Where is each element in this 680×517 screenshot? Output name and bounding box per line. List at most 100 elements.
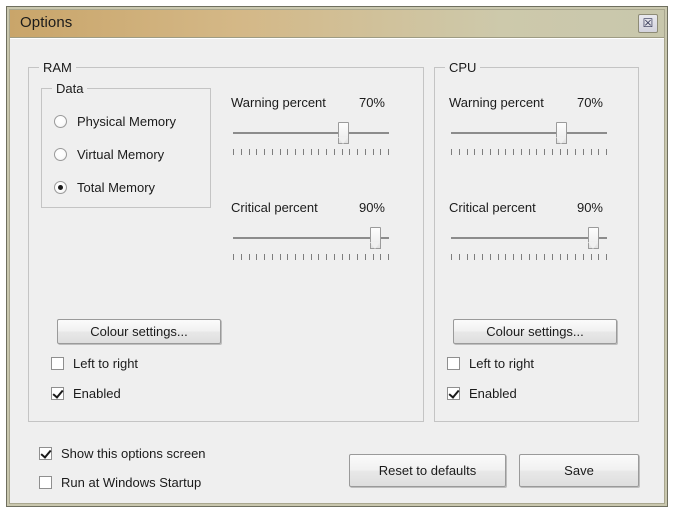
slider-track	[233, 132, 389, 134]
ram-warning-slider[interactable]	[231, 120, 391, 158]
slider-track	[451, 237, 607, 239]
slider-tick	[326, 149, 327, 155]
slider-ticks	[233, 149, 389, 156]
slider-tick	[318, 149, 320, 155]
cpu-warning-label: Warning percent	[449, 95, 544, 110]
radio-label: Total Memory	[77, 179, 156, 195]
checkbox-indicator	[447, 356, 460, 370]
slider-tick	[364, 149, 366, 155]
slider-tick	[388, 149, 389, 155]
slider-tick	[295, 254, 296, 260]
slider-tick	[544, 254, 545, 260]
slider-tick	[240, 254, 242, 260]
slider-tick	[310, 254, 312, 260]
checkbox-label: Run at Windows Startup	[61, 474, 202, 490]
slider-tick	[551, 149, 553, 155]
client-area: RAM Data Physical Memory Virtual Memory	[10, 38, 664, 503]
slider-tick	[482, 254, 483, 260]
slider-tick	[295, 149, 296, 155]
slider-tick	[388, 254, 389, 260]
slider-tick	[372, 149, 374, 155]
close-button[interactable]: ☒	[638, 14, 658, 33]
checkbox-indicator	[51, 356, 64, 370]
radio-label: Physical Memory	[77, 113, 176, 129]
slider-tick	[380, 254, 382, 260]
slider-ticks	[451, 149, 607, 156]
slider-tick	[458, 149, 460, 155]
slider-tick	[233, 149, 234, 155]
checkbox-indicator	[51, 386, 64, 400]
title-bar: Options ☒	[10, 10, 664, 38]
slider-tick	[451, 254, 452, 260]
slider-tick	[279, 149, 281, 155]
ram-group-legend: RAM	[39, 60, 76, 75]
slider-tick	[582, 254, 584, 260]
radio-total-memory[interactable]: Total Memory	[54, 177, 155, 197]
slider-tick	[349, 254, 351, 260]
slider-tick	[256, 254, 258, 260]
slider-tick	[482, 149, 483, 155]
slider-tick	[287, 254, 289, 260]
slider-tick	[489, 149, 491, 155]
slider-thumb[interactable]	[556, 122, 567, 144]
slider-tick	[248, 254, 250, 260]
save-button[interactable]: Save	[519, 454, 639, 487]
slider-tick	[302, 254, 304, 260]
slider-tick	[606, 254, 607, 260]
slider-tick	[287, 149, 289, 155]
slider-tick	[598, 149, 600, 155]
slider-tick	[326, 254, 327, 260]
cpu-critical-header: Critical percent 90%	[449, 200, 609, 218]
slider-tick	[279, 254, 281, 260]
slider-tick	[380, 149, 382, 155]
slider-tick	[264, 254, 265, 260]
slider-tick	[567, 254, 569, 260]
run-at-startup-checkbox[interactable]: Run at Windows Startup	[39, 472, 201, 492]
slider-tick	[364, 254, 366, 260]
reset-to-defaults-button[interactable]: Reset to defaults	[349, 454, 506, 487]
slider-thumb[interactable]	[588, 227, 599, 249]
radio-physical-memory[interactable]: Physical Memory	[54, 111, 176, 131]
show-options-screen-checkbox[interactable]: Show this options screen	[39, 443, 206, 463]
slider-tick	[536, 254, 538, 260]
slider-tick	[372, 254, 374, 260]
slider-tick	[590, 149, 592, 155]
slider-thumb[interactable]	[338, 122, 349, 144]
slider-tick	[302, 149, 304, 155]
cpu-colour-settings-button[interactable]: Colour settings...	[453, 319, 617, 344]
cpu-warning-slider[interactable]	[449, 120, 609, 158]
slider-tick	[520, 254, 522, 260]
cpu-critical-value: 90%	[576, 200, 603, 215]
slider-tick	[248, 149, 250, 155]
radio-virtual-memory[interactable]: Virtual Memory	[54, 144, 164, 164]
slider-thumb[interactable]	[370, 227, 381, 249]
ram-warning-value: 70%	[358, 95, 385, 110]
slider-ticks	[233, 254, 389, 261]
slider-tick	[271, 254, 273, 260]
ram-left-to-right-checkbox[interactable]: Left to right	[51, 353, 138, 373]
slider-tick	[341, 149, 343, 155]
slider-tick	[598, 254, 600, 260]
cpu-enabled-checkbox[interactable]: Enabled	[447, 383, 517, 403]
ram-colour-settings-button[interactable]: Colour settings...	[57, 319, 221, 344]
ram-enabled-checkbox[interactable]: Enabled	[51, 383, 121, 403]
slider-tick	[256, 149, 258, 155]
cpu-group: CPU Warning percent 70% Critical percent	[434, 60, 639, 422]
close-icon: ☒	[642, 16, 654, 30]
ram-data-group: Data Physical Memory Virtual Memory Tota…	[41, 81, 211, 208]
ram-critical-slider[interactable]	[231, 225, 391, 263]
cpu-warning-header: Warning percent 70%	[449, 95, 609, 113]
window-title: Options	[20, 14, 73, 31]
slider-tick	[606, 149, 607, 155]
slider-tick	[466, 149, 468, 155]
ram-group: RAM Data Physical Memory Virtual Memory	[28, 60, 424, 422]
checkbox-indicator	[39, 475, 52, 489]
slider-tick	[357, 254, 358, 260]
ram-critical-label: Critical percent	[231, 200, 318, 215]
slider-tick	[536, 149, 538, 155]
cpu-critical-slider-block: Critical percent 90%	[449, 200, 609, 263]
cpu-warning-slider-block: Warning percent 70%	[449, 95, 609, 158]
cpu-left-to-right-checkbox[interactable]: Left to right	[447, 353, 534, 373]
slider-tick	[528, 149, 530, 155]
cpu-critical-slider[interactable]	[449, 225, 609, 263]
